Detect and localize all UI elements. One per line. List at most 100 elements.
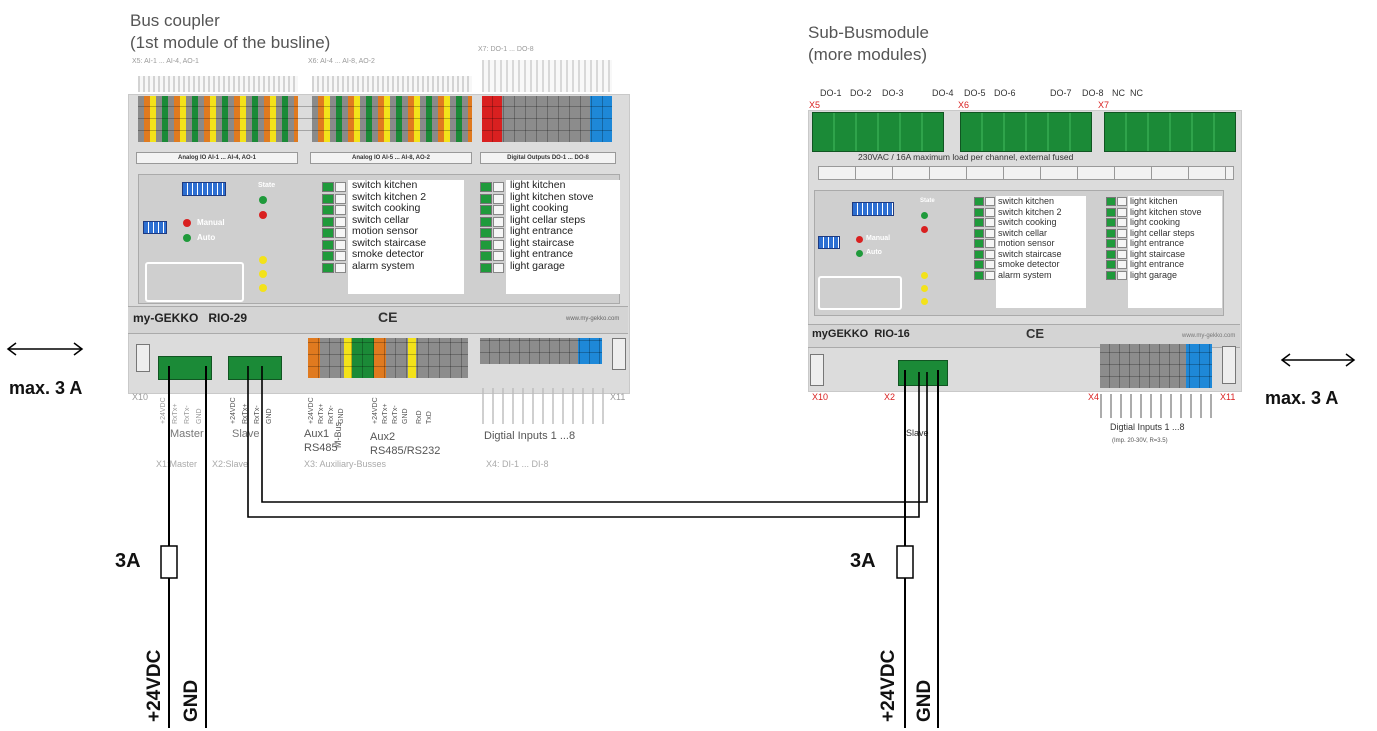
list-item: smoke detector	[974, 259, 1086, 270]
state-led-red	[921, 226, 928, 233]
output-label: light kitchen stove	[1130, 206, 1202, 217]
list-item: switch staircase	[322, 237, 464, 250]
dip-switch-block	[182, 182, 226, 196]
list-item: light kitchen	[1106, 196, 1222, 207]
left-fuse	[160, 545, 178, 579]
led-box	[985, 249, 995, 259]
aux2-label: Aux2	[370, 431, 396, 443]
x11-connector	[612, 338, 626, 370]
led-box	[335, 216, 346, 227]
right-24vdc-label: +24VDC	[878, 649, 899, 722]
x5-label: X5: AI-1 ... AI-4, AO-1	[132, 58, 199, 65]
led-box	[335, 193, 346, 204]
led-green	[974, 260, 984, 269]
auto-led	[856, 250, 863, 257]
led-green	[480, 239, 492, 250]
led-box	[1117, 239, 1127, 248]
di-pin-labels	[1100, 394, 1212, 418]
left-fuse-label: 3A	[115, 550, 141, 572]
output-label: light garage	[510, 259, 565, 272]
aux-terminal-block	[308, 338, 468, 378]
do-label: DO-1	[820, 88, 842, 98]
left-current-label: max. 3 A	[9, 378, 83, 398]
output-label: light cooking	[510, 202, 569, 214]
led-green	[974, 197, 984, 206]
status-led-yellow-2	[921, 285, 928, 292]
led-box	[493, 182, 504, 192]
x10-connector	[136, 344, 150, 372]
input-label: motion sensor	[998, 238, 1055, 248]
web-address: www.my-gekko.com	[566, 316, 620, 322]
bus-coupler-title: Bus coupler	[130, 11, 220, 30]
led-green	[322, 205, 334, 215]
input-label: motion sensor	[352, 225, 418, 237]
x4-di-label: X4: DI-1 ... DI-8	[486, 459, 549, 469]
led-box	[1117, 207, 1127, 217]
relay-terminal-1	[812, 112, 944, 152]
bus-coupler-subtitle: (1st module of the busline)	[130, 33, 331, 52]
list-item: motion sensor	[974, 238, 1086, 249]
di-terminal-block	[480, 338, 602, 364]
output-label: light entrance	[510, 248, 574, 260]
led-box	[493, 205, 504, 215]
digital-inputs-label: Digtial Inputs 1 ...8	[1110, 422, 1185, 432]
status-led-yellow-2	[259, 270, 267, 278]
led-green	[1106, 197, 1116, 206]
di-terminal-block	[1100, 344, 1212, 388]
do-label: NC	[1130, 88, 1143, 98]
dip-switch-block	[852, 202, 894, 216]
x56-terminal-grid	[138, 96, 472, 142]
do-label: DO-2	[850, 88, 872, 98]
do-label: NC	[1112, 88, 1125, 98]
list-item: switch kitchen	[974, 196, 1086, 207]
list-item: light cellar steps	[1106, 227, 1222, 239]
input-label: smoke detector	[352, 248, 424, 260]
aux1-label: Aux1	[304, 428, 330, 440]
list-item: light entrance	[480, 226, 620, 238]
load-text: 230VAC / 16A maximum load per channel, e…	[858, 152, 1074, 162]
output-label: light cellar steps	[1130, 227, 1195, 238]
led-box	[1117, 270, 1127, 280]
digital-outputs-label: Digital Outputs DO-1 ... DO-8	[480, 152, 616, 164]
do-label: DO-8	[1082, 88, 1104, 98]
sub-busmodule-subtitle: (more modules)	[808, 45, 928, 64]
led-box	[335, 182, 346, 192]
led-box	[493, 216, 504, 227]
list-item: light cooking	[480, 202, 620, 215]
led-green	[322, 239, 334, 250]
x6-pin-labels	[312, 76, 472, 92]
sub-busmodule-title: Sub-Busmodule	[808, 23, 929, 42]
brand-bar	[128, 306, 628, 334]
do-label: DO-4	[932, 88, 954, 98]
do-labels-row: DO-1 DO-2 DO-3 DO-4 DO-5 DO-6 DO-7 DO-8 …	[820, 88, 1240, 100]
list-item: light entrance	[1106, 259, 1222, 270]
input-label: switch kitchen	[352, 179, 418, 191]
list-item: smoke detector	[322, 248, 464, 261]
small-note: (Imp. 20-30V, R=3.5)	[1112, 438, 1168, 444]
led-green	[1106, 207, 1116, 217]
output-label: light staircase	[1130, 248, 1186, 259]
led-green	[322, 182, 334, 192]
right-arrow	[1280, 353, 1356, 367]
led-box	[985, 207, 995, 217]
led-green	[480, 251, 492, 261]
state-label: State	[920, 198, 935, 204]
input-label: alarm system	[352, 259, 415, 272]
aux-terminal-grid	[308, 338, 468, 378]
di-terminal-grid	[480, 338, 602, 364]
ce-mark: CE	[1026, 326, 1045, 341]
slave-terminal	[228, 356, 282, 380]
led-box	[985, 228, 995, 238]
x11-label: X11	[1220, 392, 1236, 402]
output-label: light entrance	[1130, 259, 1185, 269]
outputs-list: light kitchen light kitchen stove light …	[480, 180, 620, 294]
auto-label: Auto	[866, 249, 882, 256]
list-item: light garage	[480, 259, 620, 273]
brand-name: myGEKKO RIO-16	[812, 328, 910, 340]
list-item: switch staircase	[974, 249, 1086, 260]
list-item: light staircase	[480, 237, 620, 250]
list-item: light cooking	[1106, 217, 1222, 228]
list-item: switch cellar	[974, 228, 1086, 239]
rs485-label: RS485	[304, 442, 338, 454]
digital-inputs-label: Digtial Inputs 1 ...8	[484, 430, 576, 442]
